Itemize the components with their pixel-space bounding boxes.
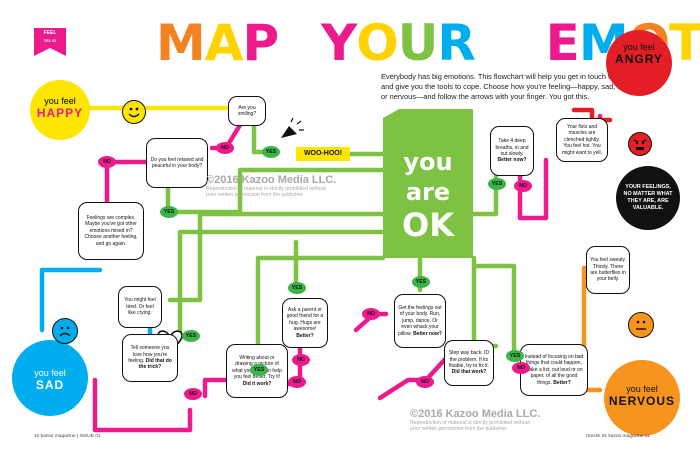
connector-breaths-no — [517, 157, 549, 221]
tell-question: Did that do the trick? — [138, 358, 172, 371]
breaths-text: Take 4 deep breaths, in and out slowly. — [495, 138, 529, 157]
connector-sad — [39, 267, 103, 333]
watermark-line: Reproduction of material is strictly pro… — [410, 420, 530, 426]
yes-pill: YES — [182, 330, 200, 342]
no-pill: NO — [288, 376, 306, 388]
yes-pill: YES — [506, 350, 524, 362]
sad-prefix: you feel — [34, 368, 66, 378]
title-letter: O — [356, 14, 399, 72]
watermark: ©2016 Kazoo Media LLC. Reproduction of m… — [410, 408, 540, 432]
watermark-line: prior written permission from the publis… — [410, 426, 508, 432]
happy-prefix: you feel — [44, 96, 76, 106]
angry-label: ANGRY — [615, 52, 663, 66]
hug-question: Better? — [296, 332, 314, 339]
no-pill: NO — [98, 156, 116, 168]
tag-sublabel: TEL ID — [43, 38, 57, 43]
connector-step-no — [377, 353, 451, 401]
question-tell: Tell someone you love how you're feeling… — [122, 334, 178, 382]
question-hug: Ask a parent or good friend for a hug. H… — [282, 298, 328, 348]
angry-circle[interactable]: you feel ANGRY — [606, 30, 672, 96]
question-complex: Feelings are complex. Maybe you've got o… — [78, 202, 144, 260]
step-text: Step way back. ID the problem. If its fi… — [448, 350, 490, 369]
question-fists: Your fists and muscles are clenched tigh… — [556, 118, 608, 162]
question-move: Get the feelings out of your body. Run, … — [394, 294, 446, 348]
focus-question: Better? — [553, 379, 571, 386]
no-pill: NO — [216, 142, 234, 154]
yes-pill: YES — [288, 282, 306, 294]
you-are-ok-panel: you are OK — [383, 118, 473, 258]
question-tired: You might feel tired. Or feel like cryin… — [118, 286, 162, 328]
no-pill: NO — [184, 388, 202, 400]
footer-right: ISSUE 01 kazoo magazine 11 — [586, 434, 650, 439]
nervous-circle[interactable]: you feel NERVOUS — [604, 360, 680, 436]
connector-step-yes — [471, 255, 499, 349]
watermark-line: prior written permission from the publis… — [206, 192, 304, 198]
no-pill: NO — [362, 308, 380, 320]
tag-label: FEEL — [43, 30, 57, 36]
yes-pill: YES — [488, 178, 506, 190]
step-question: Did that work? — [451, 369, 487, 376]
connector-tell-yes — [177, 229, 386, 339]
title-letter: A — [204, 14, 244, 72]
nervous-face-icon — [628, 312, 654, 338]
title-letter: P — [242, 14, 279, 72]
question-breaths: Take 4 deep breaths, in and out slowly. … — [490, 126, 534, 176]
watermark: ©2016 Kazoo Media LLC. Reproduction of m… — [206, 174, 336, 198]
sad-label: SAD — [35, 378, 65, 392]
woo-hoo-banner: WOO-HOO! — [296, 147, 350, 161]
title-letter: E — [545, 14, 580, 72]
watermark-line: Reproduction of material is strictly pro… — [206, 186, 326, 192]
page-title: MAP YOUR EMOTIONS — [156, 18, 700, 68]
footer-left: 10 kazoo magazine | ISSUE 01 — [34, 434, 101, 439]
no-pill: NO — [514, 180, 532, 192]
intro-text: Everybody has big emotions. This flowcha… — [381, 72, 642, 101]
angry-prefix: you feel — [623, 42, 655, 52]
title-letter: U — [397, 14, 439, 72]
ok-word-are: are — [405, 178, 451, 206]
question-smiling: Are you smiling? — [228, 96, 266, 126]
breaths-question: Better now? — [497, 157, 527, 164]
connector-ok-left — [167, 211, 386, 303]
writing-question: Did it work? — [242, 380, 272, 387]
question-focus: Instead of focusing on bad things that c… — [520, 344, 588, 396]
move-question: Better now? — [413, 330, 442, 337]
question-step-back: Step way back. ID the problem. If its fi… — [444, 340, 494, 386]
happy-circle[interactable]: you feel HAPPY — [30, 80, 90, 140]
yes-pill: YES — [412, 276, 430, 288]
section-tag: FEEL TEL ID — [34, 28, 66, 56]
title-letter: Y — [320, 14, 357, 72]
nervous-prefix: you feel — [626, 384, 658, 394]
tell-text: Tell someone you love how you're feeling… — [128, 345, 170, 364]
title-letter: M — [156, 14, 206, 72]
focus-text: Instead of focusing on bad things that c… — [524, 353, 584, 386]
angry-face-icon — [628, 132, 652, 156]
no-pill: NO — [292, 354, 310, 366]
ok-word-you: you — [403, 148, 453, 176]
watermark-title: ©2016 Kazoo Media LLC. — [206, 174, 337, 186]
sad-face-icon — [52, 318, 78, 344]
happy-face-icon — [122, 100, 146, 124]
happy-label: HAPPY — [36, 106, 84, 120]
yes-pill: YES — [250, 364, 268, 376]
move-text: Get the feelings out of your body. Run, … — [398, 304, 442, 337]
question-sweaty: You feel sweaty. Thirsty. There are butt… — [586, 246, 630, 294]
ok-word-ok: OK — [402, 206, 454, 244]
connector-sad-no — [92, 377, 193, 433]
party-popper-icon — [281, 117, 304, 138]
question-relaxed: Do you feel relaxed and peaceful in your… — [146, 138, 208, 188]
valuable-message: YOUR FEELINGS, NO MATTER WHAT THEY ARE, … — [616, 166, 680, 230]
yes-pill: YES — [160, 206, 178, 218]
connector-write-yes — [255, 255, 386, 377]
no-pill: NO — [416, 376, 434, 388]
nervous-label: NERVOUS — [608, 394, 676, 408]
sad-circle[interactable]: you feel SAD — [12, 340, 88, 416]
connector-focus-yes — [471, 263, 517, 359]
hug-text: Ask a parent or good friend for a hug. H… — [286, 306, 324, 333]
title-letter: T — [669, 14, 700, 72]
watermark-title: ©2016 Kazoo Media LLC. — [410, 408, 541, 420]
no-pill: NO — [512, 362, 530, 374]
yes-pill: YES — [262, 146, 280, 158]
title-letter: R — [437, 14, 476, 72]
